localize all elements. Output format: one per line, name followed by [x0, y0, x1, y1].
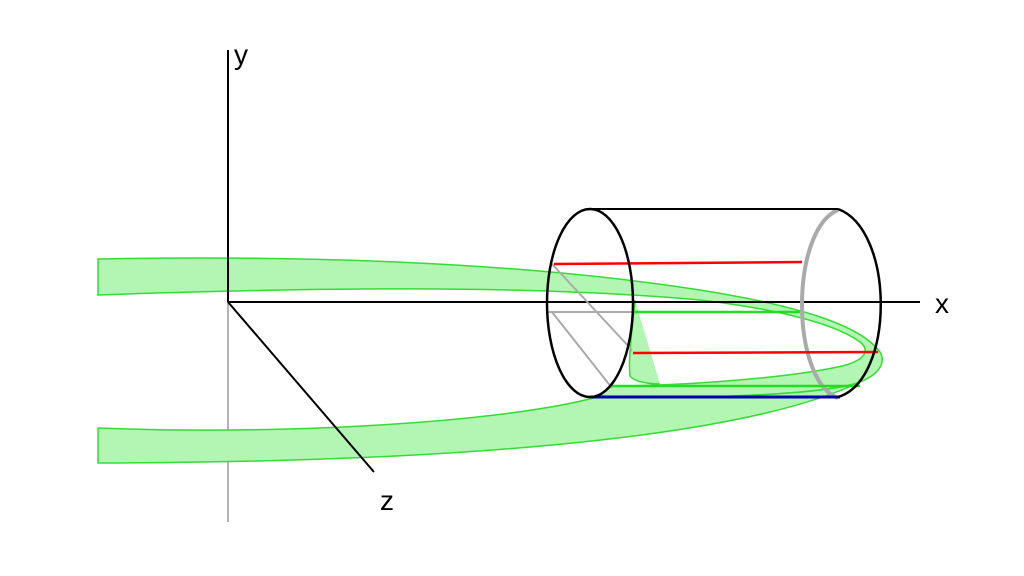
cylinder — [545, 207, 882, 400]
red-line-upper — [553, 260, 803, 266]
z-axis-label: z — [380, 485, 394, 516]
cylinder-hidden-line-1 — [551, 263, 633, 351]
cylinder-near-end — [545, 207, 635, 399]
x-axis-label: x — [935, 288, 949, 319]
cylinder-hidden-line-2 — [551, 311, 613, 389]
green-band-lower-strip — [97, 381, 861, 464]
green-band — [97, 257, 883, 464]
cylinder-far-rim-visible — [837, 207, 882, 399]
green-band-upper-strip — [97, 257, 883, 398]
y-axis-label: y — [234, 39, 248, 70]
red-line-lower — [632, 350, 879, 355]
z-axis — [227, 301, 375, 473]
